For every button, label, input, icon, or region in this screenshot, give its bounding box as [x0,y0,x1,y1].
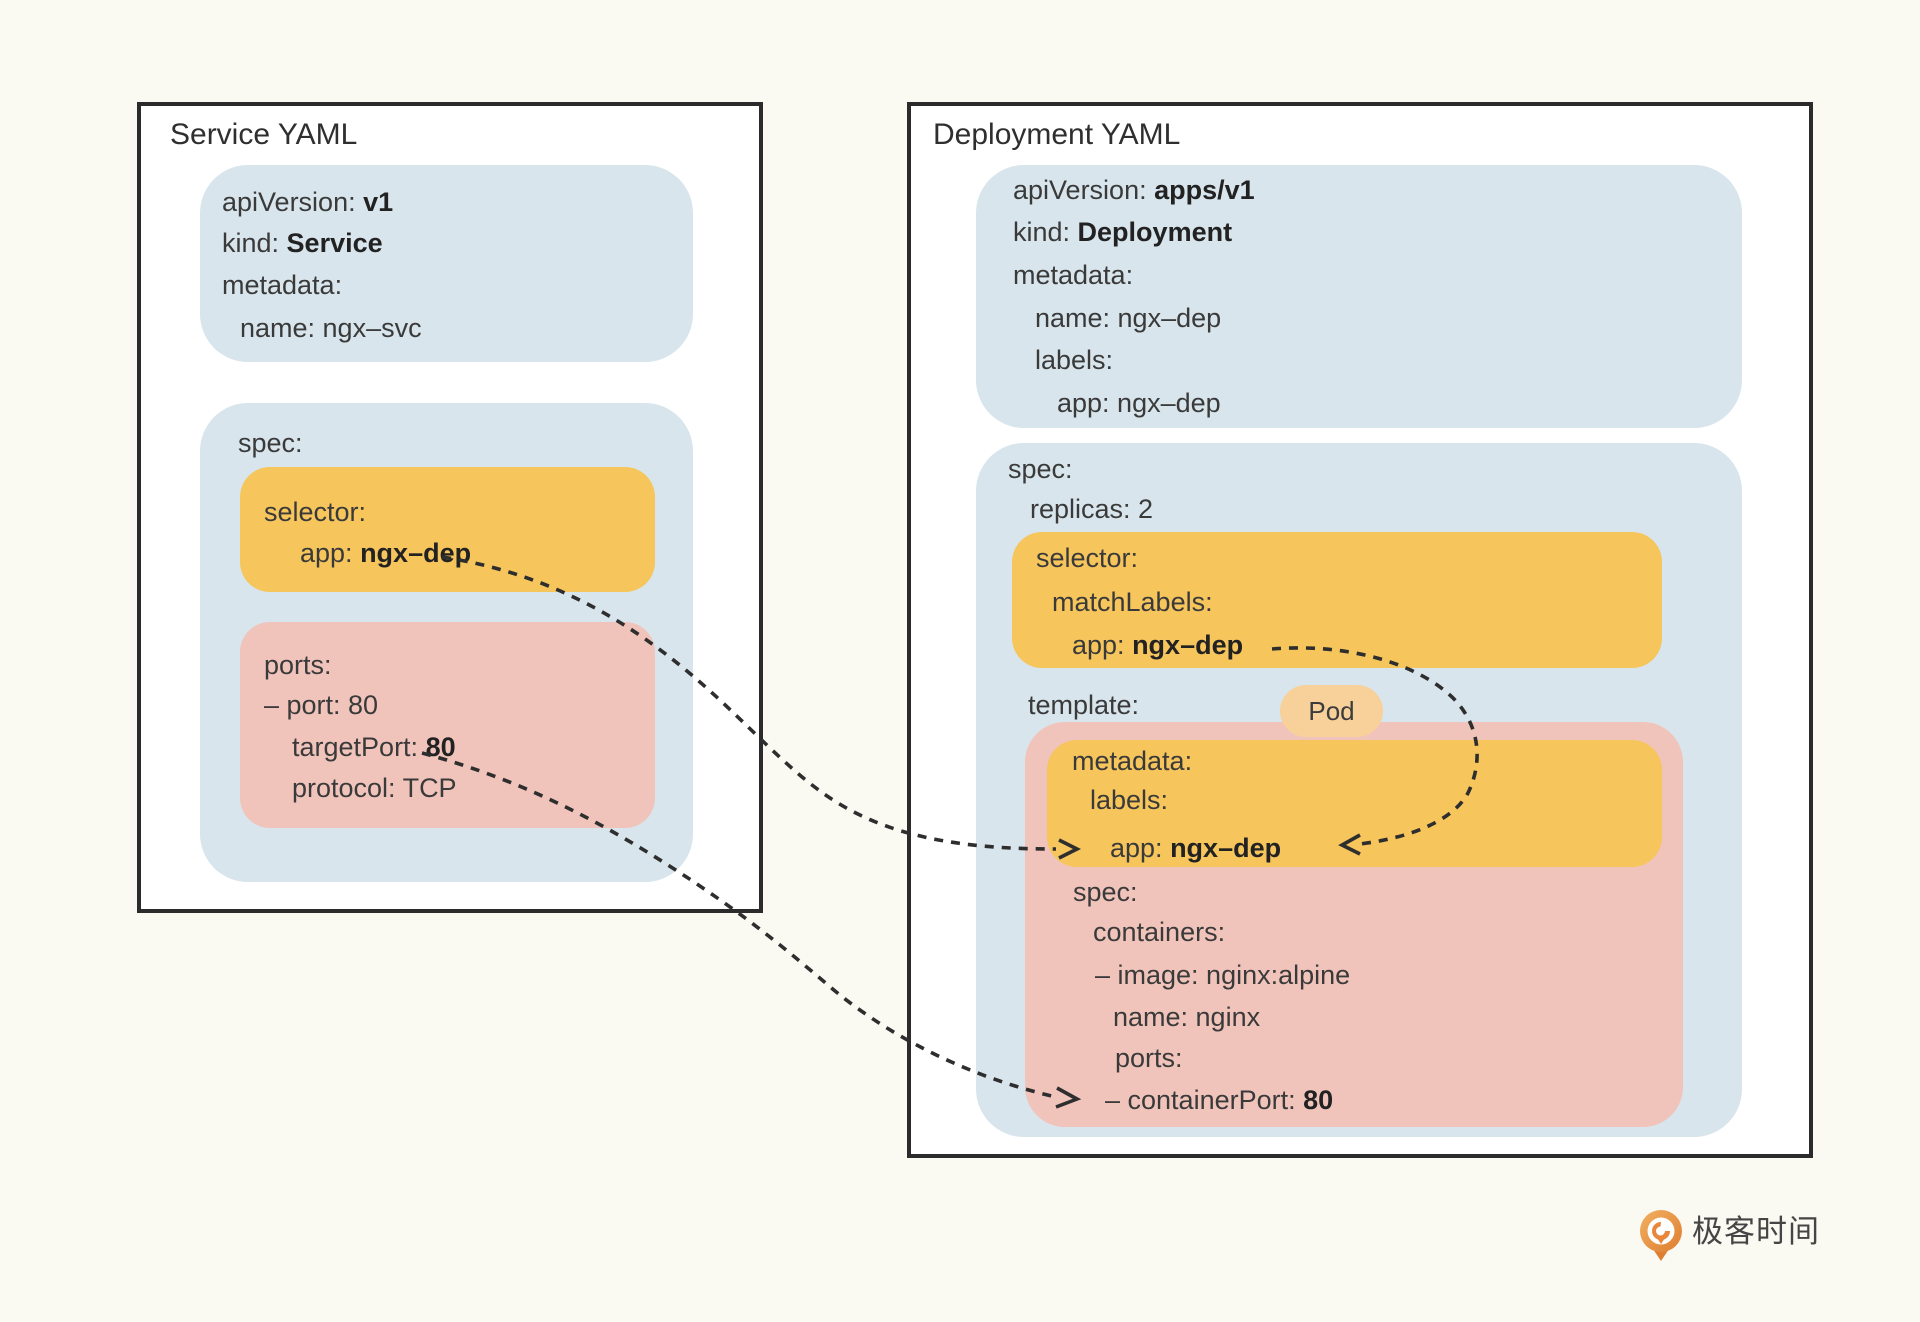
yaml-line: name: ngx–svc [240,313,422,343]
yaml-line: labels: [1090,785,1169,815]
deployment-panel-title: Deployment YAML [933,118,1181,151]
yaml-line: protocol: TCP [292,773,457,803]
yaml-line: spec: [1008,454,1073,484]
pod-badge-label: Pod [1308,695,1355,726]
yaml-line: name: ngx–dep [1035,303,1222,333]
yaml-line: app: ngx–dep [1057,388,1221,418]
yaml-line: replicas: 2 [1030,494,1154,524]
yaml-line: metadata: [1013,260,1134,290]
yaml-line: selector: [1036,543,1139,573]
deployment-selector-block [1012,532,1662,668]
yaml-line: metadata: [222,270,343,300]
service-meta-block [200,165,693,362]
pod-badge: Pod [1280,685,1383,737]
yaml-line: – image: nginx:alpine [1095,960,1351,990]
yaml-line: – containerPort: 80 [1105,1085,1334,1115]
yaml-line: matchLabels: [1052,587,1213,617]
yaml-line: apiVersion: apps/v1 [1013,175,1255,205]
yaml-line: containers: [1093,917,1226,947]
yaml-line: app: ngx–dep [1110,833,1282,863]
yaml-line: app: ngx–dep [1072,630,1244,660]
yaml-line: ports: [264,650,332,680]
deployment-meta-block [976,165,1742,428]
service-panel-title: Service YAML [170,118,358,151]
yaml-line: metadata: [1072,746,1193,776]
yaml-line: apiVersion: v1 [222,187,394,217]
yaml-line: spec: [238,428,303,458]
yaml-line: kind: Service [222,228,383,258]
geektime-logo-icon [1640,1210,1682,1261]
yaml-line: template: [1028,690,1140,720]
yaml-line: selector: [264,497,367,527]
yaml-line: labels: [1035,345,1114,375]
yaml-line: app: ngx–dep [300,538,472,568]
yaml-line: name: nginx [1113,1002,1261,1032]
yaml-line: ports: [1115,1043,1183,1073]
yaml-line: spec: [1073,877,1138,907]
yaml-line: – port: 80 [264,690,379,720]
geektime-logo-text: 极客时间 [1692,1214,1820,1249]
yaml-line: kind: Deployment [1013,217,1233,247]
yaml-line: targetPort: 80 [292,732,456,762]
